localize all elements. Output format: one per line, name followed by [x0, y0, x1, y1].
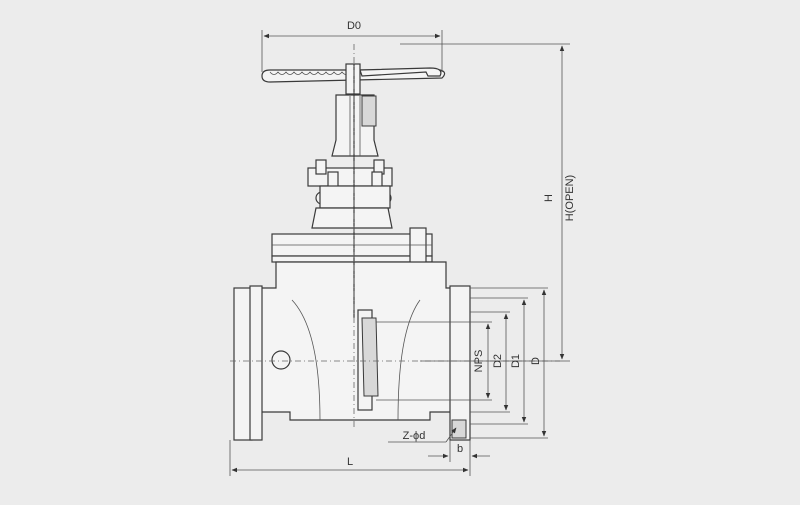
label-l: L: [347, 456, 353, 468]
label-d2: D2: [492, 354, 504, 368]
valve-body: [233, 261, 471, 441]
dim-bolt-holes: [388, 427, 457, 443]
label-h: H: [543, 194, 555, 202]
label-d: D: [530, 357, 542, 365]
label-d1: D1: [510, 354, 522, 368]
label-z-phi-d: Z-ϕd: [403, 430, 426, 442]
dim-port: [470, 287, 548, 439]
label-h-open: H(OPEN): [564, 175, 576, 221]
handwheel: [261, 63, 446, 95]
gland: [307, 159, 393, 209]
label-nps: NPS: [473, 350, 485, 373]
dim-d0: [261, 30, 443, 72]
label-b: b: [457, 443, 463, 455]
dim-b: [428, 440, 490, 462]
yoke: [331, 94, 379, 157]
label-d0: D0: [347, 20, 361, 32]
dim-l: [229, 440, 471, 476]
